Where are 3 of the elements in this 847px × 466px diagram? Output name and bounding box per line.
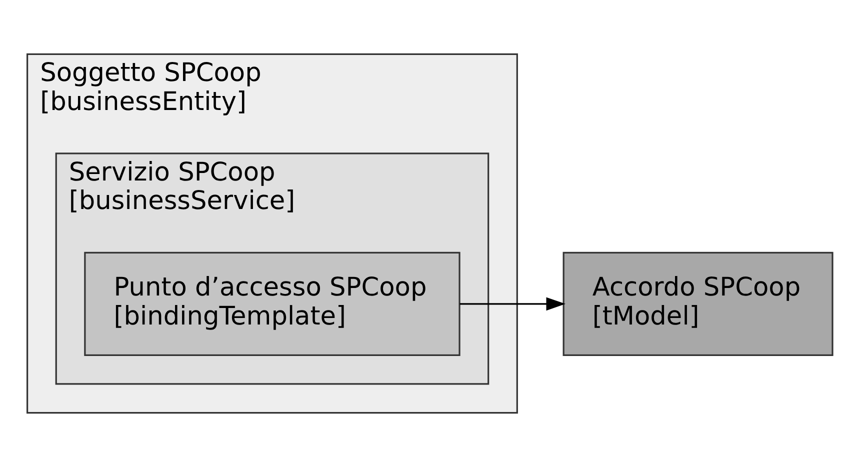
node-box: Accordo SPCoop [tModel] — [562, 251, 834, 356]
node-box: Punto d’accesso SPCoop [bindingTemplate] — [84, 251, 460, 356]
arrow — [460, 296, 566, 310]
